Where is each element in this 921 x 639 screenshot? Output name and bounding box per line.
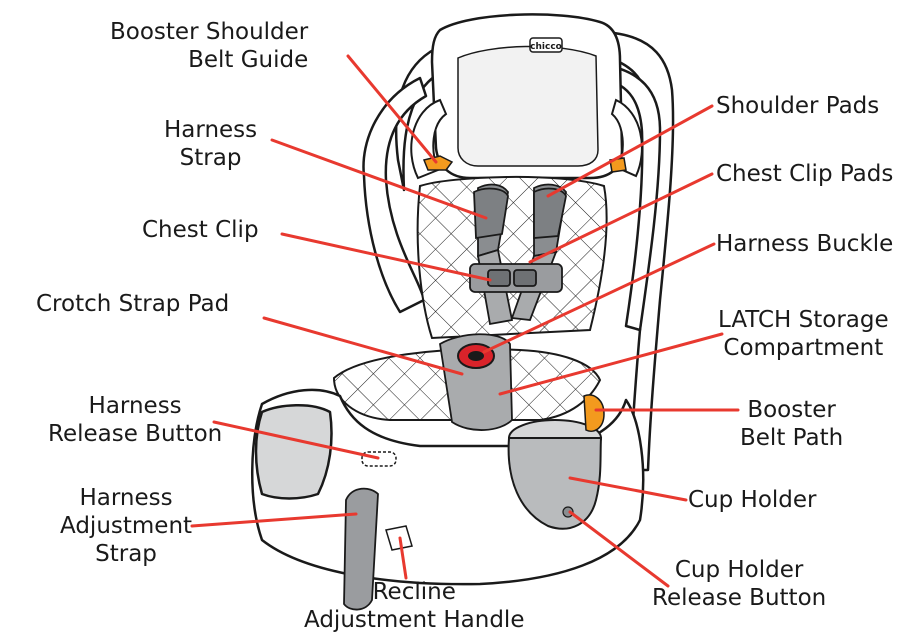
label-line: Cup Holder: [652, 556, 826, 584]
label-line: Strap: [164, 144, 257, 172]
label-cup-holder: Cup Holder: [688, 486, 817, 514]
label-line: Release Button: [652, 584, 826, 612]
label-line: Chest Clip Pads: [716, 160, 893, 188]
label-line: Booster Shoulder: [110, 18, 308, 46]
label-line: Shoulder Pads: [716, 92, 879, 120]
label-harness-buckle: Harness Buckle: [716, 230, 893, 258]
headrest: chicco: [411, 14, 642, 178]
label-line: Recline: [304, 578, 524, 606]
label-line: LATCH Storage: [718, 306, 889, 334]
label-line: Crotch Strap Pad: [36, 290, 229, 318]
label-line: Harness: [164, 116, 257, 144]
label-booster-belt-path: Booster Belt Path: [740, 396, 843, 452]
label-line: Adjustment: [60, 512, 192, 540]
label-line: Harness: [60, 484, 192, 512]
label-line: Strap: [60, 540, 192, 568]
label-line: Release Button: [48, 420, 222, 448]
label-line: Adjustment Handle: [304, 606, 524, 634]
label-line: Compartment: [718, 334, 889, 362]
label-line: Belt Guide: [110, 46, 308, 74]
label-line: Booster: [740, 396, 843, 424]
label-line: Belt Path: [740, 424, 843, 452]
label-harness-release-button: Harness Release Button: [48, 392, 222, 448]
brand-logo-text: chicco: [530, 42, 562, 52]
label-shoulder-pads: Shoulder Pads: [716, 92, 879, 120]
label-harness-strap: Harness Strap: [164, 116, 257, 172]
label-recline-adjustment-handle: Recline Adjustment Handle: [304, 578, 524, 634]
label-harness-adjustment-strap: Harness Adjustment Strap: [60, 484, 192, 568]
label-line: Chest Clip: [142, 216, 259, 244]
label-chest-clip-pads: Chest Clip Pads: [716, 160, 893, 188]
label-line: Cup Holder: [688, 486, 817, 514]
label-chest-clip: Chest Clip: [142, 216, 259, 244]
booster-belt-path-orange: [584, 395, 604, 431]
label-cup-holder-release-button: Cup Holder Release Button: [652, 556, 826, 612]
label-booster-shoulder-belt-guide: Booster Shoulder Belt Guide: [110, 18, 308, 74]
label-latch-storage-compartment: LATCH Storage Compartment: [718, 306, 889, 362]
quilted-back-pad: [418, 177, 607, 338]
label-crotch-strap-pad: Crotch Strap Pad: [36, 290, 229, 318]
label-line: Harness Buckle: [716, 230, 893, 258]
label-line: Harness: [48, 392, 222, 420]
